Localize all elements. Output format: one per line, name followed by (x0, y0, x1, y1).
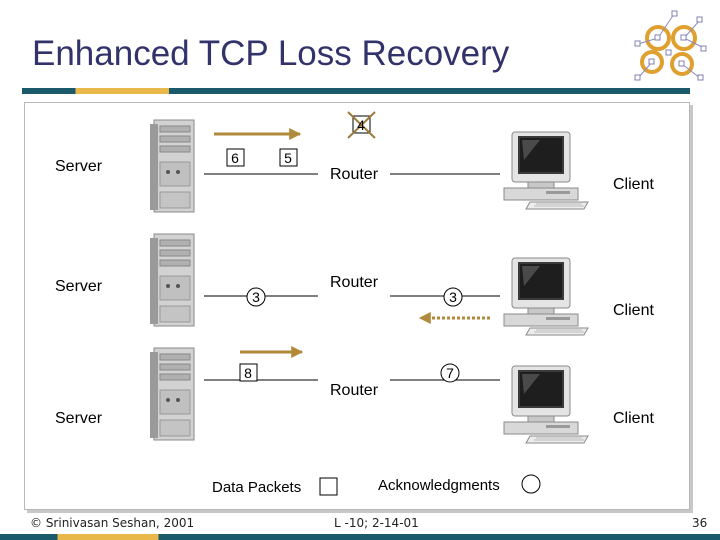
legend-acknowledgments: Acknowledgments (378, 477, 500, 494)
server-tower-icon (149, 119, 195, 213)
server-tower-icon (149, 233, 195, 327)
router-label: Router (330, 382, 379, 399)
ack-number: 7 (446, 365, 454, 381)
packet-number: 5 (284, 150, 292, 166)
client-label: Client (613, 410, 654, 427)
client-label: Client (613, 176, 654, 193)
ack-circle (443, 287, 463, 307)
drop-mark (347, 111, 376, 139)
packet-number-dropped: 4 (357, 117, 365, 133)
packet-box (226, 148, 245, 167)
server-label: Server (55, 278, 103, 295)
packet-box (239, 363, 258, 382)
slide-title: Enhanced TCP Loss Recovery (32, 34, 510, 73)
title-rule (22, 88, 690, 94)
crt-computer-icon (503, 257, 589, 336)
crt-computer-icon (503, 131, 589, 210)
network-logo-icon (634, 10, 707, 81)
client-label: Client (613, 302, 654, 319)
crt-computer-icon (503, 365, 589, 444)
legend-data-packets: Data Packets (212, 479, 302, 496)
packet-number: 3 (252, 289, 260, 305)
server-label: Server (55, 158, 103, 175)
router-label: Router (330, 274, 379, 291)
ack-circle (246, 287, 266, 307)
ack-number: 3 (449, 289, 457, 305)
footer-lecture: L -10; 2-14-01 (334, 516, 419, 530)
footer-rule (0, 534, 720, 540)
router-label: Router (330, 166, 379, 183)
legend-packet-box (319, 477, 338, 496)
packet-number: 6 (231, 150, 239, 166)
footer-copyright: © Srinivasan Seshan, 2001 (30, 516, 195, 530)
footer-page-number: 36 (692, 516, 708, 530)
legend-ack-circle (521, 474, 541, 494)
server-label: Server (55, 410, 103, 427)
packet-number: 8 (244, 365, 252, 381)
server-tower-icon (149, 347, 195, 441)
ack-circle (440, 363, 460, 383)
packet-box (279, 148, 298, 167)
